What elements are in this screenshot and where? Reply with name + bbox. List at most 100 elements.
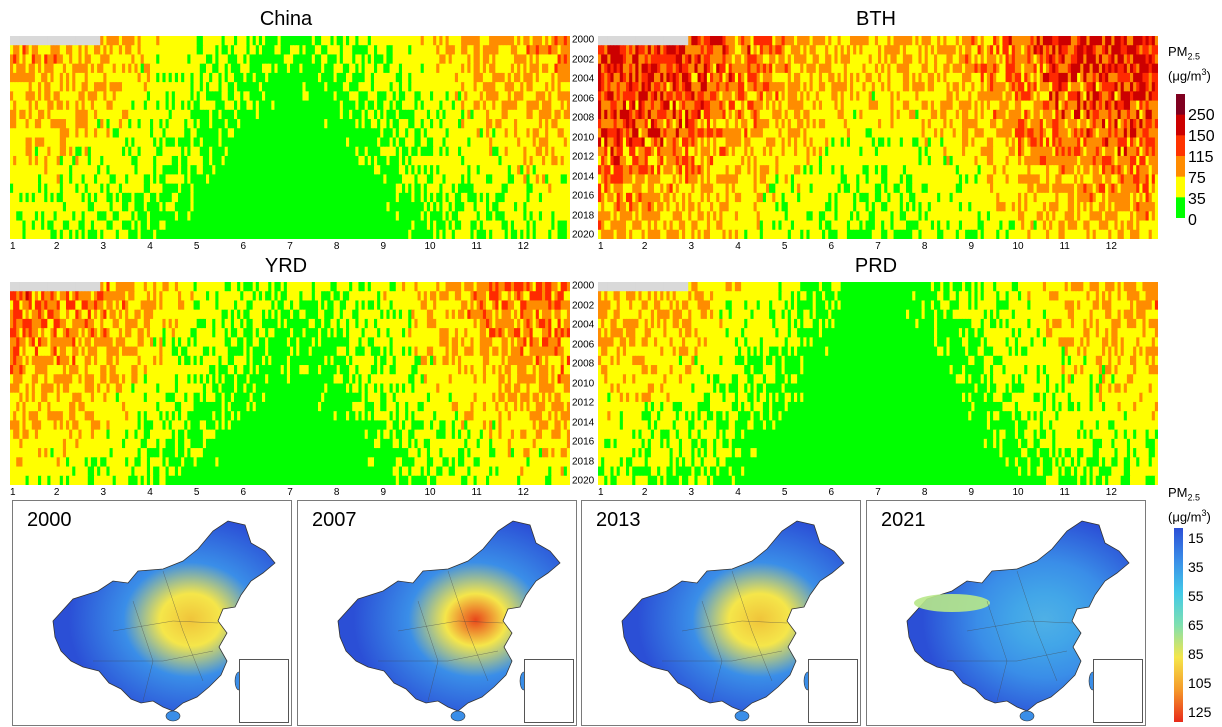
heatmap-cell (109, 220, 114, 231)
heatmap-cell (563, 155, 568, 166)
heatmap-cell (206, 128, 210, 139)
heatmap-cell (647, 63, 652, 74)
heatmap-cell (162, 72, 167, 83)
heatmap-cell (610, 45, 615, 56)
heatmap-cell (392, 128, 397, 139)
heatmap-cell (349, 36, 353, 46)
heatmap-cell (258, 165, 263, 176)
heatmap-cell (464, 146, 468, 157)
heatmap-cell (445, 128, 450, 139)
heatmap-cell (190, 174, 195, 185)
heatmap-cell (364, 146, 369, 157)
heatmap-cell (445, 146, 450, 157)
heatmap-cell (445, 174, 450, 185)
heatmap-cell (140, 155, 145, 166)
heatmap-cell (299, 128, 304, 139)
heatmap-cell (227, 137, 232, 148)
heatmap-cell (165, 202, 170, 212)
heatmap-cell (122, 174, 126, 185)
heatmap-cell (722, 54, 727, 65)
heatmap-cell (355, 54, 360, 65)
heatmap-cell (766, 45, 770, 56)
heatmap-cell (504, 109, 509, 120)
heatmap-cell (551, 137, 556, 148)
heatmap-cell (501, 183, 506, 194)
heatmap-cell (380, 192, 384, 203)
heatmap-cell (153, 72, 157, 83)
heatmap-cell (943, 36, 948, 46)
heatmap-cell (296, 202, 300, 212)
heatmap-cell (638, 54, 643, 65)
heatmap-cell (187, 165, 192, 176)
heatmap-cell (255, 211, 260, 222)
heatmap-cell (871, 63, 876, 74)
heatmap-cell (672, 36, 677, 46)
heatmap-cell (803, 36, 808, 46)
heatmap-cell (146, 146, 151, 157)
heatmap-cell (461, 119, 465, 129)
heatmap-cell (551, 220, 556, 231)
heatmap-cell (215, 36, 220, 46)
heatmap-cell (25, 54, 30, 65)
heatmap-cell (271, 220, 276, 231)
heatmap-cell (342, 202, 347, 212)
heatmap-cell (716, 36, 720, 46)
heatmap-cell (504, 192, 509, 203)
heatmap-cell (846, 36, 851, 46)
heatmap-cell (535, 82, 540, 92)
heatmap-cell (13, 174, 17, 185)
heatmap-cell (734, 36, 739, 46)
heatmap-cell (302, 109, 307, 120)
heatmap-cell (467, 91, 472, 102)
heatmap-cell (492, 72, 496, 83)
heatmap-cell (999, 54, 1004, 65)
heatmap-cell (965, 82, 969, 92)
heatmap-cell (115, 146, 120, 157)
heatmap-cell (856, 72, 860, 83)
heatmap-cell (10, 82, 14, 92)
heatmap-cell (280, 146, 285, 157)
heatmap-cell (514, 128, 518, 139)
heatmap-cell (265, 155, 269, 166)
heatmap-cell (377, 109, 381, 120)
heatmap-cell (94, 82, 98, 92)
heatmap-cell (837, 36, 842, 46)
heatmap-cell (538, 211, 543, 222)
heatmap-cell (482, 54, 487, 65)
heatmap-cell (881, 45, 885, 56)
heatmap-cell (433, 155, 437, 166)
heatmap-cell (112, 63, 117, 74)
heatmap-cell (719, 82, 724, 92)
heatmap-cell (324, 192, 328, 203)
heatmap-cell (1074, 72, 1078, 83)
heatmap-cell (280, 165, 285, 176)
heatmap-cell (168, 192, 173, 203)
heatmap-cell (445, 36, 450, 46)
heatmap-cell (293, 91, 297, 102)
heatmap-cell (308, 72, 313, 83)
heatmap-cell (165, 91, 170, 102)
heatmap-cell (622, 72, 627, 83)
heatmap-cell (902, 45, 907, 56)
heatmap-cell (314, 72, 319, 83)
heatmap-cell (529, 183, 534, 194)
heatmap-cell (389, 72, 394, 83)
heatmap-cell (19, 91, 24, 102)
heatmap-cell (274, 202, 279, 212)
heatmap-cell (84, 183, 89, 194)
heatmap-cell (694, 54, 699, 65)
heatmap-cell (414, 45, 419, 56)
heatmap-cell (402, 137, 406, 148)
heatmap-cell (902, 36, 907, 46)
heatmap-cell (476, 45, 481, 56)
heatmap-cell (165, 211, 170, 222)
heatmap-cell (853, 72, 857, 83)
heatmap-cell (392, 174, 397, 185)
heatmap-cell (206, 220, 210, 231)
heatmap-cell (476, 82, 481, 92)
heatmap-cell (669, 54, 674, 65)
heatmap-cell (890, 36, 895, 46)
heatmap-cell (486, 146, 490, 157)
heatmap-cell (647, 45, 652, 56)
heatmap-cell (342, 36, 347, 46)
